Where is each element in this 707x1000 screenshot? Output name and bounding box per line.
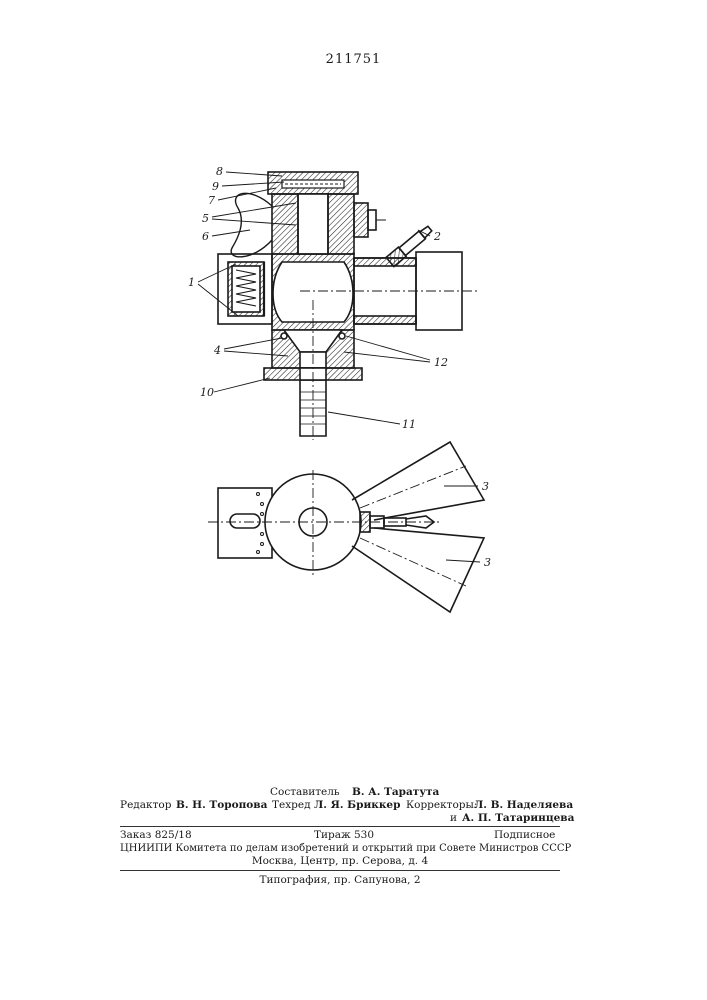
techred-name: Л. Я. Бриккер [314, 799, 400, 812]
section-view [218, 172, 480, 440]
label-4: 4 [213, 344, 221, 357]
publisher-row-1: ЦНИИПИ Комитета по делам изобретений и о… [120, 842, 560, 855]
label-5: 5 [202, 212, 209, 225]
colophon: Составитель В. А. Таратута Редактор В. Н… [120, 786, 560, 887]
label-10: 10 [200, 386, 214, 399]
label-8: 8 [216, 165, 223, 178]
pipe-upper [352, 442, 484, 520]
circulation: Тираж 530 [314, 829, 374, 842]
corrector-1: Л. В. Наделяева [474, 799, 573, 812]
plan-view [208, 442, 484, 612]
label-9: 9 [212, 180, 219, 193]
editors-row: Редактор В. Н. Торопова Техред Л. Я. Бри… [120, 799, 560, 812]
techred-label: Техред [272, 799, 311, 812]
compiler-label: Составитель [270, 786, 340, 799]
editor-label: Редактор [120, 799, 171, 812]
publisher-row-2: Москва, Центр, пр. Серова, д. 4 [120, 855, 560, 868]
label-1: 1 [188, 276, 195, 289]
divider-top [120, 826, 560, 827]
label-3-upper: 3 [482, 480, 489, 493]
divider-bottom [120, 870, 560, 871]
order-number: Заказ 825/18 [120, 829, 192, 842]
technical-drawing: 8 9 7 5 6 2 1 4 12 10 11 3 3 [0, 0, 707, 620]
compiler-name: В. А. Таратута [352, 786, 439, 799]
label-7: 7 [208, 194, 215, 207]
corrector-2: А. П. Татаринцева [462, 812, 574, 825]
order-row: Заказ 825/18 Тираж 530 Подписное [120, 829, 560, 842]
printer-row: Типография, пр. Сапунова, 2 [120, 874, 560, 887]
label-11: 11 [402, 418, 416, 431]
side-plug [354, 203, 368, 237]
publisher-line-1: ЦНИИПИ Комитета по делам изобретений и о… [120, 842, 571, 855]
label-3-lower: 3 [484, 556, 491, 569]
editor-name: В. Н. Торопова [176, 799, 267, 812]
publisher-line-2: Москва, Центр, пр. Серова, д. 4 [120, 855, 560, 868]
subscription: Подписное [494, 829, 555, 842]
corrector-2-prefix: и [450, 812, 457, 825]
correctors-label: Корректоры: [406, 799, 477, 812]
label-2: 2 [433, 230, 441, 243]
corrector-2-row: и А. П. Татаринцева [120, 812, 560, 825]
printer: Типография, пр. Сапунова, 2 [120, 874, 560, 887]
label-12: 12 [434, 356, 448, 369]
compiler-row: Составитель В. А. Таратута [120, 786, 560, 799]
handle-loop [231, 193, 272, 257]
pipe-lower [352, 528, 484, 612]
left-cylinder [218, 488, 272, 558]
label-6: 6 [202, 230, 209, 243]
